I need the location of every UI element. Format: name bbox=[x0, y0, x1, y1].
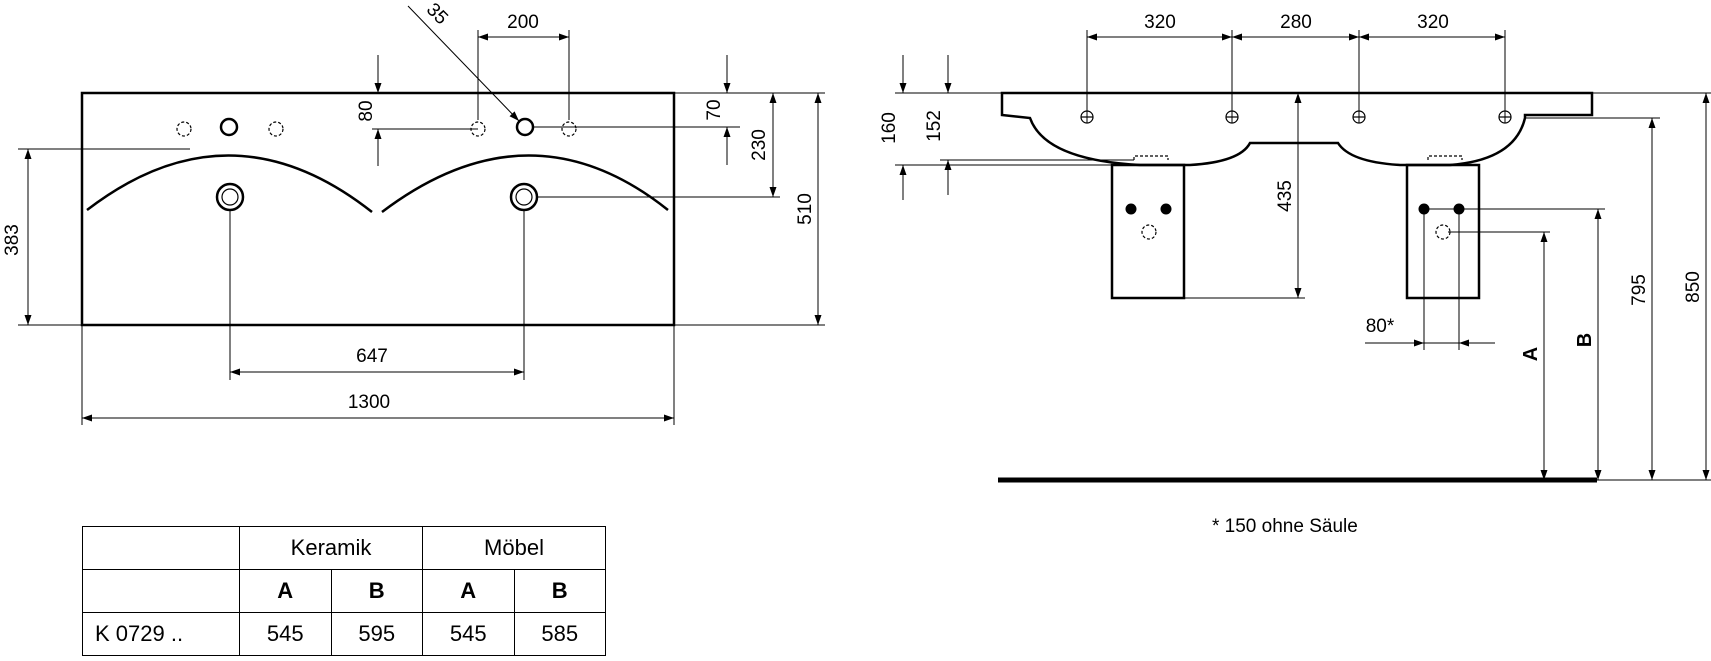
label-b: B bbox=[1574, 333, 1596, 347]
waste-point bbox=[1435, 224, 1451, 240]
dim-200: 200 bbox=[507, 12, 539, 33]
subheader-b: B bbox=[330, 569, 423, 613]
waste-point bbox=[1141, 224, 1157, 240]
dim-795: 795 bbox=[1629, 274, 1650, 306]
left-bowl-edge bbox=[86, 154, 373, 213]
table-empty-cell bbox=[82, 569, 240, 613]
drain-outlet-left bbox=[1133, 155, 1169, 160]
dim-320-left: 320 bbox=[1144, 12, 1176, 33]
basin-outline bbox=[80, 91, 676, 327]
siphon-cover-left bbox=[1110, 163, 1186, 300]
drain-left-inner bbox=[221, 188, 239, 206]
drain-right bbox=[509, 182, 539, 212]
side-view bbox=[895, 30, 1711, 483]
header-moebel: Möbel bbox=[422, 526, 606, 570]
plan-dimension-lines bbox=[18, 5, 825, 425]
dim-230: 230 bbox=[749, 129, 770, 161]
drain-right-inner bbox=[515, 188, 533, 206]
product-code: K 0729 .. bbox=[82, 612, 240, 656]
subheader-a: A bbox=[422, 569, 515, 613]
table-cell: 545 bbox=[239, 612, 332, 656]
tap-hole-left bbox=[219, 117, 239, 137]
drain-outlet-right bbox=[1427, 155, 1463, 160]
dim-510: 510 bbox=[795, 193, 816, 225]
table-row: K 0729 .. 545 595 545 585 bbox=[82, 612, 606, 656]
dim-320-right: 320 bbox=[1417, 12, 1449, 33]
right-bowl-edge bbox=[381, 154, 669, 213]
dim-152: 152 bbox=[924, 110, 945, 142]
table-cell: 585 bbox=[513, 612, 606, 656]
water-supply-point bbox=[1160, 203, 1172, 215]
dim-80-star: 80* bbox=[1366, 316, 1395, 337]
footnote: * 150 ohne Säule bbox=[1212, 516, 1358, 537]
table-header-row: Keramik Möbel bbox=[82, 526, 606, 570]
table-corner-cell bbox=[82, 526, 240, 570]
dim-280: 280 bbox=[1280, 12, 1312, 33]
dim-383: 383 bbox=[2, 224, 23, 256]
side-dimension-labels: 320 280 320 160 152 435 795 850 80* A B … bbox=[879, 12, 1704, 537]
tap-hole-left-option-1 bbox=[176, 121, 192, 137]
tap-hole-right-option-2 bbox=[561, 121, 577, 137]
dim-435: 435 bbox=[1275, 180, 1296, 212]
plan-view bbox=[18, 5, 825, 425]
table-cell: 545 bbox=[422, 612, 515, 656]
table-cell: 595 bbox=[330, 612, 423, 656]
plan-dimension-labels: 35 200 80 70 230 510 383 647 1300 bbox=[2, 0, 816, 413]
tap-hole-left-option-2 bbox=[268, 121, 284, 137]
table-subheader-row: A B A B bbox=[82, 569, 606, 613]
dim-850: 850 bbox=[1683, 271, 1704, 303]
mounting-holes bbox=[1080, 110, 1512, 124]
dimension-table: Keramik Möbel A B A B K 0729 .. 545 595 … bbox=[82, 526, 606, 656]
side-dimension-lines bbox=[895, 30, 1711, 481]
dim-80: 80 bbox=[356, 100, 377, 121]
dim-647: 647 bbox=[356, 346, 388, 367]
water-supply-point bbox=[1125, 203, 1137, 215]
label-a: A bbox=[1520, 347, 1542, 361]
dim-70: 70 bbox=[704, 99, 725, 120]
tap-hole-right bbox=[515, 117, 535, 137]
drain-left bbox=[215, 182, 245, 212]
header-keramik: Keramik bbox=[239, 526, 423, 570]
subheader-b: B bbox=[513, 569, 606, 613]
dim-160: 160 bbox=[879, 112, 900, 144]
basin-profile bbox=[1000, 91, 1594, 167]
subheader-a: A bbox=[239, 569, 332, 613]
dim-1300: 1300 bbox=[348, 392, 390, 413]
